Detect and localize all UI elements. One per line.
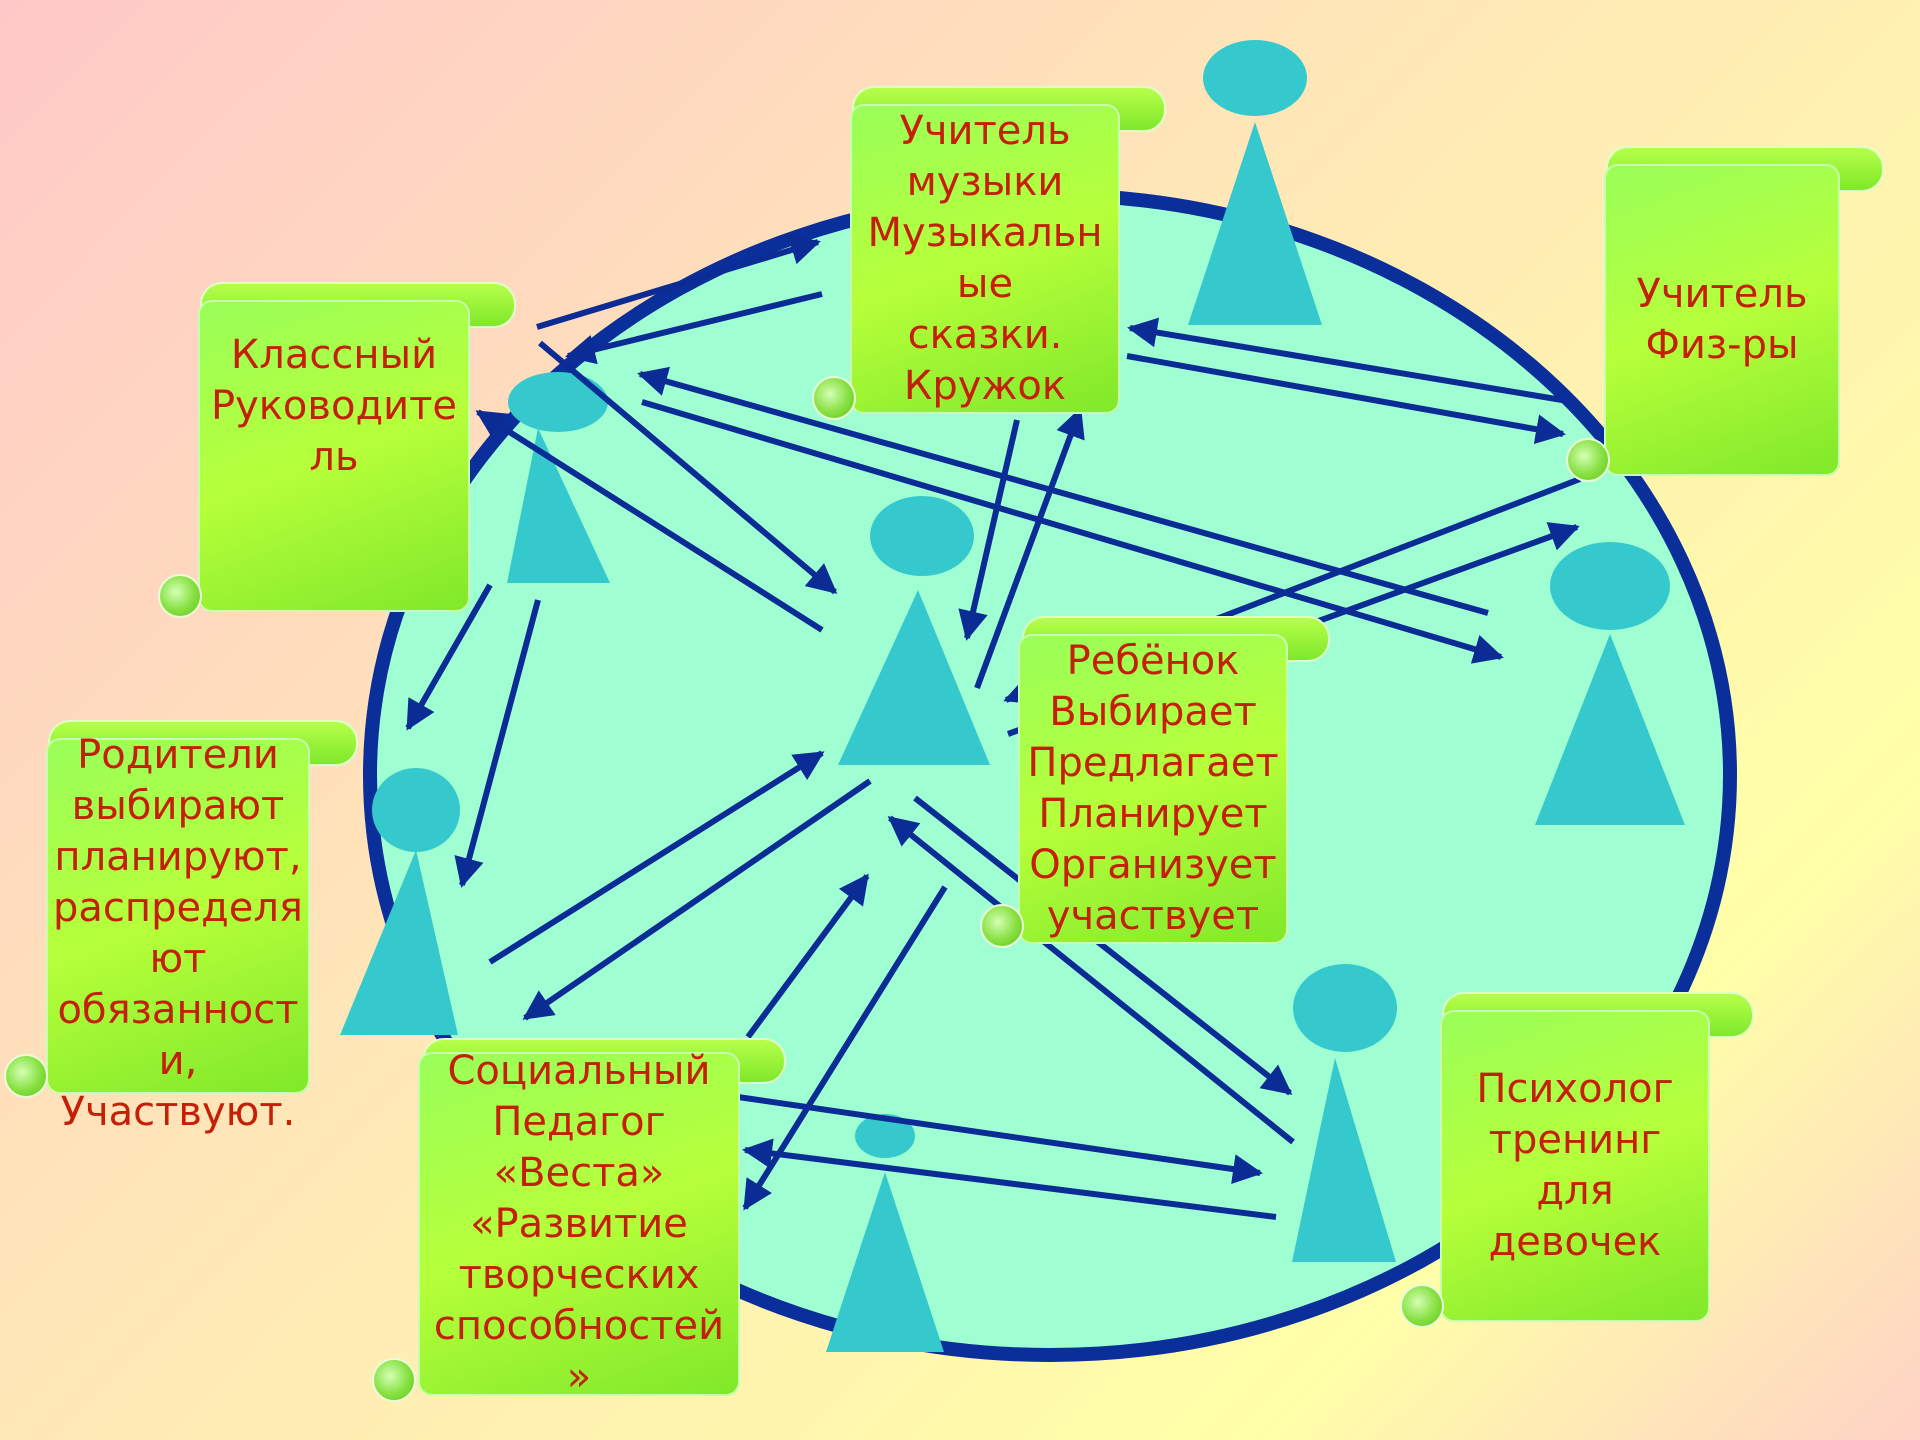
arrow-child-to-class xyxy=(475,409,824,633)
arrow-class-to-child xyxy=(538,340,838,595)
scroll-body: Классный Руководите ль xyxy=(198,300,470,612)
arrow-social-to-psychologist xyxy=(737,1094,1263,1184)
arrow-psychologist-to-child xyxy=(887,815,1295,1145)
arrow-psychologist-to-social xyxy=(742,1138,1277,1220)
arrow-music-to-child xyxy=(958,419,1020,641)
scroll-curl xyxy=(980,904,1024,948)
parents-label: Родители выбирают планируют, распределя … xyxy=(53,732,303,1135)
arrow-class-to-parents-2 xyxy=(454,599,541,888)
scroll-body: Учитель Физ-ры xyxy=(1604,164,1840,476)
arrow-parents-to-child xyxy=(488,750,825,965)
person-figure-right xyxy=(1535,542,1685,825)
person-figure-bottom xyxy=(826,1114,944,1352)
scroll-body: Учитель музыки Музыкальн ые сказки. Круж… xyxy=(850,104,1120,414)
arrow-music-to-class xyxy=(565,291,823,365)
scroll-body: Психолог тренинг для девочек xyxy=(1440,1010,1710,1322)
pe-teacher-label: Учитель Физ-ры xyxy=(1636,271,1808,368)
scroll-curl xyxy=(1400,1284,1444,1328)
arrow-class-to-music xyxy=(536,235,821,330)
psychologist-label: Психолог тренинг для девочек xyxy=(1476,1066,1674,1265)
person-figure-psychologist xyxy=(1292,964,1397,1262)
arrow-social-to-child xyxy=(745,873,870,1039)
scroll-curl xyxy=(812,376,856,420)
scroll-curl xyxy=(158,574,202,618)
scroll-body: Ребёнок Выбирает Предлагает Планирует Ор… xyxy=(1018,634,1288,944)
arrow-child-to-parents xyxy=(522,778,872,1021)
person-figure-class-teacher xyxy=(507,372,610,583)
arrow-class-to-parents-1 xyxy=(405,583,493,731)
arrow-class-to-right xyxy=(641,399,1504,664)
music-teacher-label: Учитель музыки Музыкальн ые сказки. Круж… xyxy=(867,108,1103,409)
arrow-music-to-pe xyxy=(1126,353,1566,445)
arrow-pe-to-music xyxy=(1127,317,1563,403)
social-pedagogue-label: Социальный Педагог «Веста» «Развитие тво… xyxy=(433,1047,725,1400)
scroll-curl xyxy=(1566,438,1610,482)
scroll-body: Родители выбирают планируют, распределя … xyxy=(46,732,310,1135)
arrow-right-to-class xyxy=(637,366,1489,616)
child-label: Ребёнок Выбирает Предлагает Планирует Ор… xyxy=(1027,638,1279,939)
scroll-curl xyxy=(372,1358,416,1402)
arrow-child-to-psychologist xyxy=(913,795,1293,1096)
person-figure-center xyxy=(838,496,990,765)
arrow-child-to-music xyxy=(974,407,1085,690)
person-figure-parents xyxy=(340,768,460,1035)
scroll-curl xyxy=(4,1054,48,1098)
scroll-body: Социальный Педагог «Веста» «Развитие тво… xyxy=(418,1048,740,1400)
class-teacher-label: Классный Руководите ль xyxy=(210,331,458,480)
person-figure-top xyxy=(1188,40,1322,325)
